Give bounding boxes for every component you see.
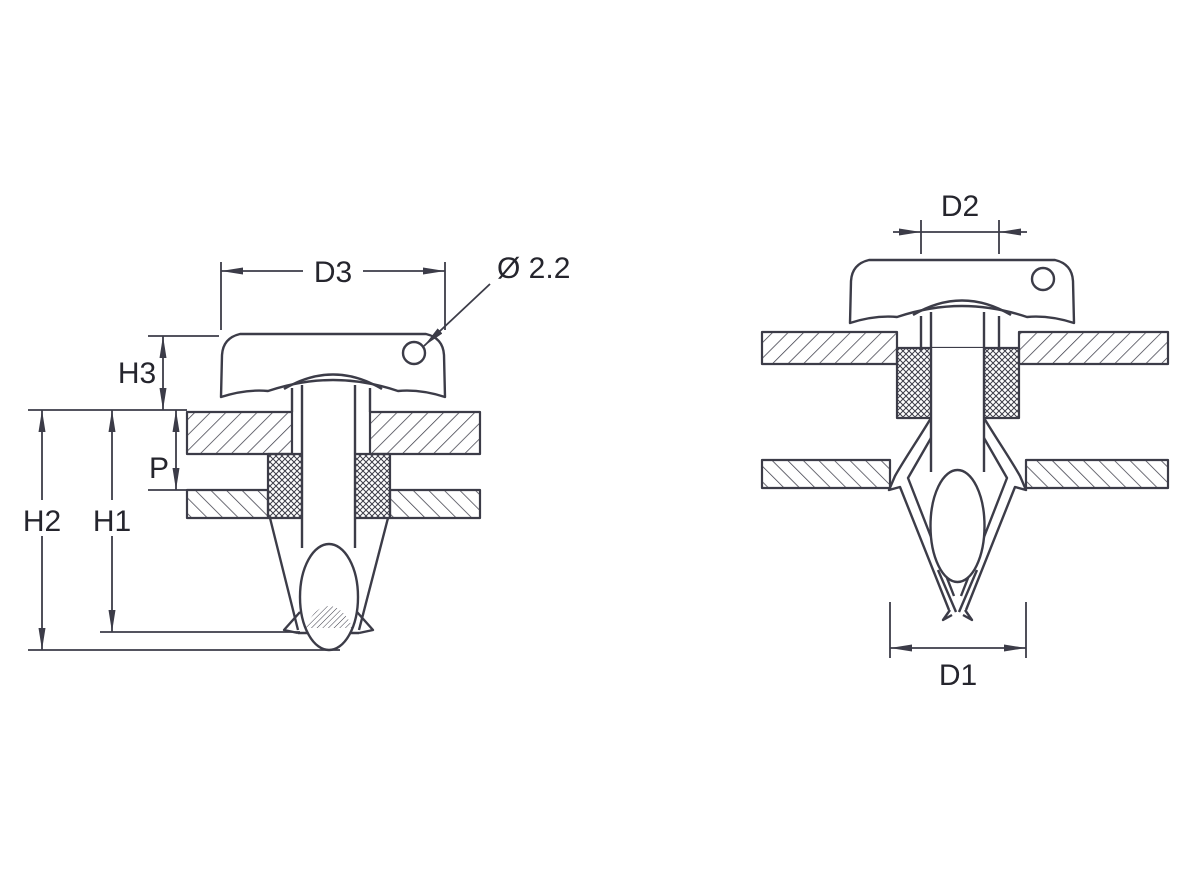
upper-panel-left-hatch-installed: [760, 330, 899, 366]
lower-panel: [185, 488, 482, 520]
d2-label: D2: [941, 190, 979, 223]
right-installed-view: D2 D1: [760, 190, 1170, 692]
upper-panel-right-hatch-installed: [1017, 330, 1170, 366]
d3-label: D3: [314, 256, 352, 289]
dimension-d1: D1: [889, 602, 1027, 692]
leg-right-outer: [964, 417, 1028, 611]
lower-panel-left-hatch: [185, 488, 270, 520]
pin-channel-installed: [932, 348, 983, 472]
expansion-body: [268, 517, 390, 635]
upper-panel: [185, 410, 482, 456]
hole-callout: Ø 2.2: [423, 252, 570, 347]
upper-panel-right-hatch: [368, 410, 482, 456]
d2-extension-lines: [920, 220, 1000, 254]
p-label: P: [149, 452, 169, 485]
hole-leader-line: [423, 283, 491, 347]
lower-panel-right-hatch: [388, 488, 482, 520]
lower-panel-installed: [760, 458, 1170, 490]
dimension-p: P: [149, 410, 180, 490]
dimension-d3: D3: [220, 256, 446, 330]
h1-label-mask: [88, 500, 136, 536]
h2-label: H2: [23, 505, 61, 538]
h3-label: H3: [118, 357, 156, 390]
pin-point-right: [957, 569, 979, 613]
h2-label-mask: [18, 500, 66, 536]
left-section-view: D3 Ø 2.2 H3 P H1: [18, 252, 570, 652]
upper-panel-left-hatch: [185, 410, 294, 456]
h1-label: H1: [93, 505, 131, 538]
upper-panel-installed: [760, 330, 1170, 366]
d1-label: D1: [939, 659, 977, 692]
expansion-flare-right: [356, 611, 375, 635]
pin-tip-installed: [929, 468, 986, 584]
pin-channel: [303, 413, 354, 553]
expansion-taper-left: [268, 517, 300, 631]
dimension-h2: H2: [18, 410, 66, 650]
leg-left-outer: [887, 417, 951, 611]
leg-foot-left: [941, 609, 953, 622]
pin-point-left: [936, 569, 958, 613]
dimension-h1: H1: [88, 410, 136, 632]
leg-foot-right: [962, 609, 974, 622]
lower-panel-left-hatch-installed: [760, 458, 892, 490]
lower-panel-right-hatch-installed: [1024, 458, 1170, 490]
d1-extension-lines: [889, 602, 1027, 658]
fastener-head-installed: [848, 258, 1076, 325]
hole-diameter-label: Ø 2.2: [497, 252, 570, 285]
expansion-taper-right: [357, 517, 390, 631]
fastener-head: [219, 332, 447, 399]
pin-tip-hatch: [305, 606, 353, 628]
dimension-h3: H3: [118, 336, 167, 410]
dimension-d2: D2: [893, 190, 1027, 254]
